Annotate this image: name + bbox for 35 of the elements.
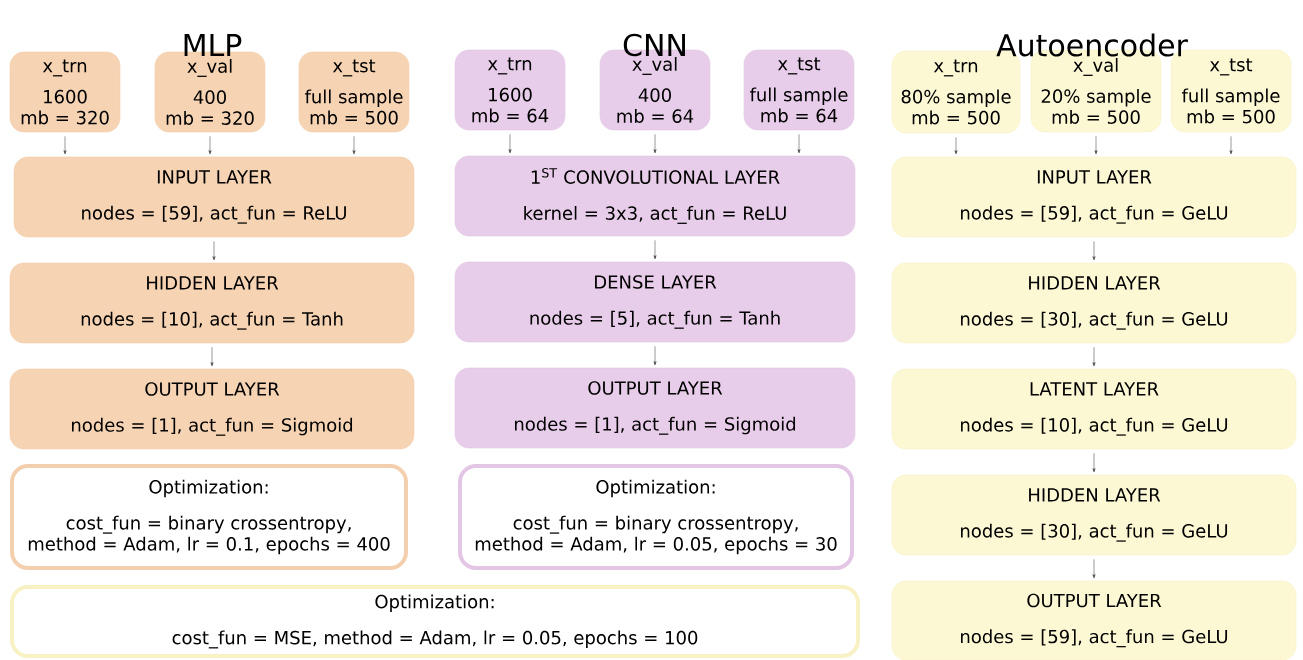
arrow <box>208 136 212 155</box>
data-box: x_tst full sample mb = 64 <box>743 49 855 131</box>
arrow <box>508 134 512 154</box>
data-box: x_trn 1600 mb = 64 <box>454 49 566 131</box>
arrow <box>1092 347 1096 367</box>
arrow <box>653 240 657 260</box>
arrow <box>1094 136 1098 155</box>
layer-box: HIDDEN LAYER nodes = [30], act_fun = GeLU <box>891 474 1297 556</box>
layer-box: INPUT LAYER nodes = [59], act_fun = GeLU <box>891 156 1297 238</box>
layer-box: LATENT LAYER nodes = [10], act_fun = GeLU <box>891 368 1297 450</box>
layer-box: OUTPUT LAYER nodes = [59], act_fun = GeLU <box>891 580 1297 660</box>
arrow <box>1092 559 1096 579</box>
layer-box: HIDDEN LAYER nodes = [10], act_fun = Tanh <box>9 262 415 344</box>
layer-box: OUTPUT LAYER nodes = [1], act_fun = Sigmoid <box>9 368 415 450</box>
arrow <box>1229 136 1233 155</box>
arrow <box>210 347 214 367</box>
optimization-box: Optimization: cost_fun = binary crossentropy, method = Adam, lr = 0.1, epochs = 400 <box>10 464 408 570</box>
arrow <box>653 346 657 366</box>
layer-box: DENSE LAYER nodes = [5], act_fun = Tanh <box>454 261 856 343</box>
arrow <box>63 136 67 155</box>
optimization-box: Optimization: cost_fun = binary crossentropy, method = Adam, lr = 0.05, epochs = 30 <box>458 464 854 570</box>
optimization-box: Optimization: cost_fun = MSE, method = Adam, lr = 0.05, epochs = 100 <box>10 585 860 658</box>
arrow <box>954 137 958 155</box>
arrow <box>1092 453 1096 473</box>
data-box: x_tst full sample mb = 500 <box>298 51 410 133</box>
layer-box: HIDDEN LAYER nodes = [30], act_fun = GeLU <box>891 262 1297 344</box>
arrow <box>653 134 657 154</box>
layer-box: OUTPUT LAYER nodes = [1], act_fun = Sigmoid <box>454 367 856 449</box>
layer-box: INPUT LAYER nodes = [59], act_fun = ReLU <box>13 156 415 238</box>
arrow <box>1092 241 1096 261</box>
arrow <box>797 134 801 154</box>
arrow <box>352 136 356 155</box>
arrow <box>212 241 216 261</box>
layer-box: 1$^{ST}$ CONVOLUTIONAL LAYER kernel = 3x3, act_fun = ReLU <box>454 155 856 237</box>
data-box: x_trn 1600 mb = 320 <box>9 51 121 133</box>
